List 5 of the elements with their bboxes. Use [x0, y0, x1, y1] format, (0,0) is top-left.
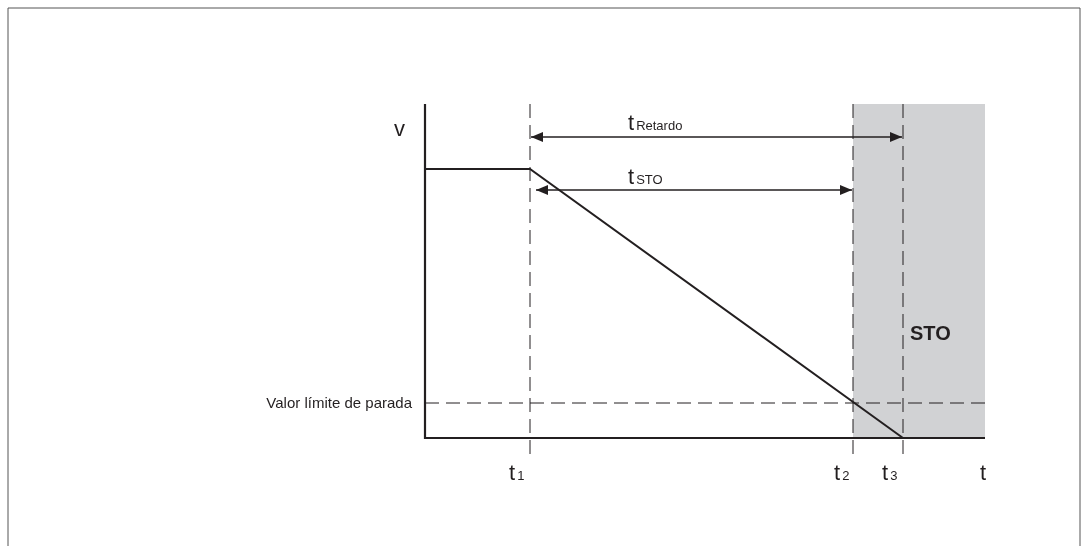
- axis-label: t: [980, 462, 987, 484]
- region-label: STO: [910, 322, 951, 345]
- axis-label: v: [394, 118, 405, 140]
- shaded-region: [853, 104, 985, 438]
- threshold-label: Valor límite de parada: [266, 395, 412, 410]
